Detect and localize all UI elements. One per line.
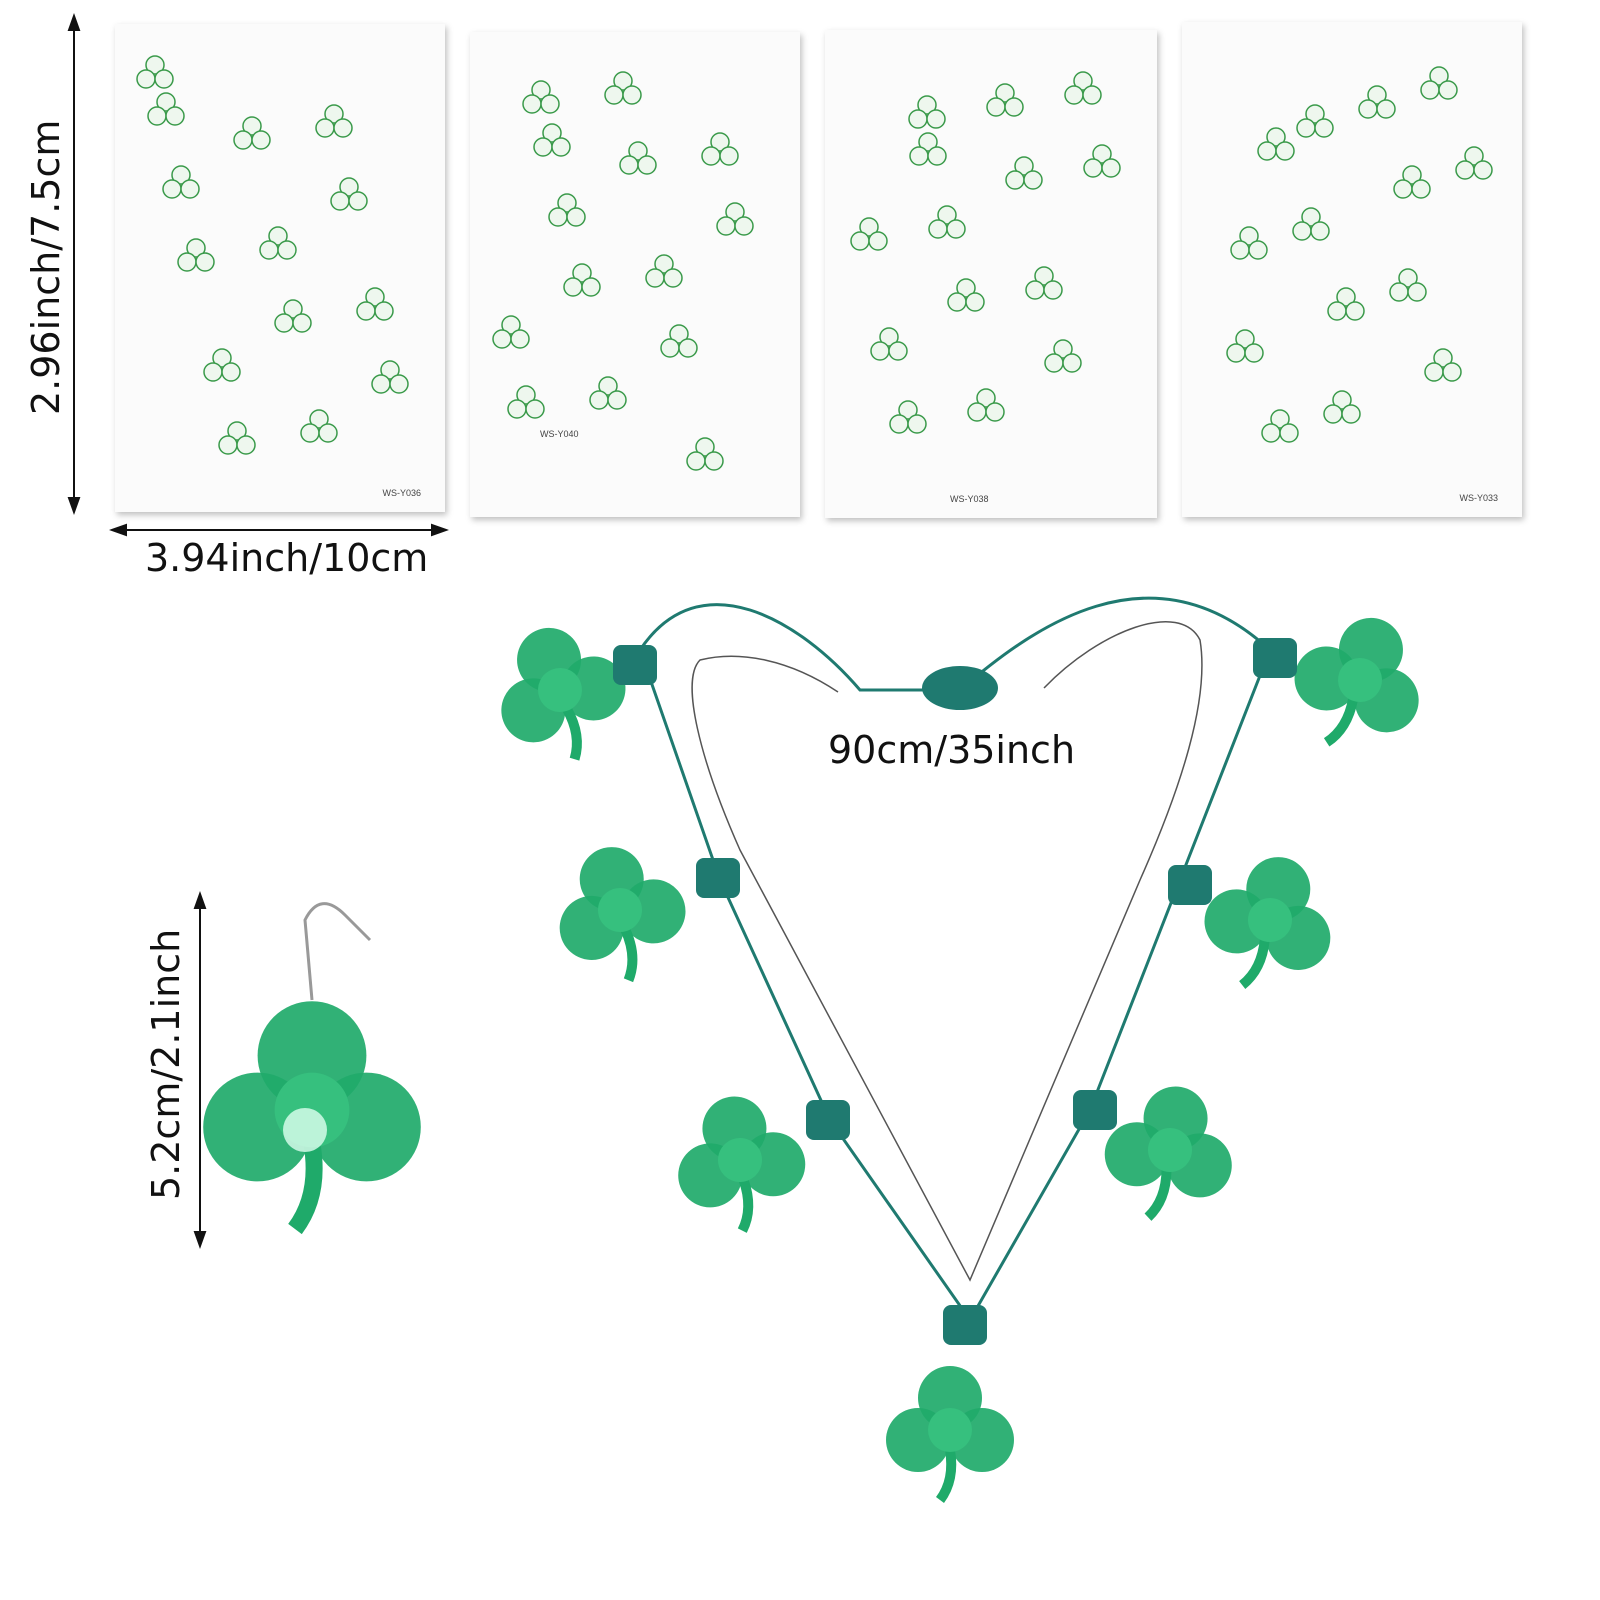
shamrock-bulb xyxy=(886,1366,1014,1503)
clover-sticker xyxy=(563,263,601,297)
clover-sticker xyxy=(522,80,560,114)
sheet-width-label: 3.94inch/10cm xyxy=(145,536,429,580)
clover-sticker xyxy=(315,104,353,138)
clover-sticker xyxy=(686,437,724,471)
cord xyxy=(638,596,1272,1323)
shamrock-bulb xyxy=(1104,1086,1232,1221)
shamrock-bulb xyxy=(501,627,626,761)
bulb-cap xyxy=(1168,865,1212,905)
clover-sticker xyxy=(136,55,174,89)
clover-sticker xyxy=(1424,348,1462,382)
bulb-cap xyxy=(1253,638,1297,678)
clover-sticker xyxy=(850,217,888,251)
necklace-length-label: 90cm/35inch xyxy=(828,728,1076,772)
clover-sticker xyxy=(1292,207,1330,241)
clover-sticker xyxy=(218,421,256,455)
sheet-code: WS-Y033 xyxy=(1459,493,1498,503)
sheet-code: WS-Y036 xyxy=(382,488,421,498)
sheet-code: WS-Y038 xyxy=(950,494,989,504)
sheet-height-label: 2.96inch/7.5cm xyxy=(24,119,68,415)
clover-sticker xyxy=(162,165,200,199)
clover-sticker xyxy=(1005,156,1043,190)
clover-sticker xyxy=(356,287,394,321)
shamrock-bulb xyxy=(559,847,686,983)
earring-height-label: 5.2cm/2.1inch xyxy=(144,928,188,1200)
clover-sticker xyxy=(533,123,571,157)
clover-sticker xyxy=(147,92,185,126)
clover-sticker xyxy=(233,116,271,150)
clover-sticker xyxy=(1323,390,1361,424)
led-glow xyxy=(283,1108,327,1152)
clover-sticker xyxy=(947,278,985,312)
clover-sticker xyxy=(1420,66,1458,100)
clover-sticker xyxy=(1044,339,1082,373)
bulb-cap xyxy=(1073,1090,1117,1130)
clover-sticker xyxy=(1230,226,1268,260)
shamrock-bulb xyxy=(1294,617,1419,747)
clover-sticker xyxy=(928,205,966,239)
clover-sticker xyxy=(589,376,627,410)
clover-sticker xyxy=(619,141,657,175)
clover-sticker xyxy=(908,95,946,129)
shamrock-bulb xyxy=(678,1096,806,1233)
dimension-arrows xyxy=(67,13,449,1249)
bulb-cap xyxy=(943,1305,987,1345)
clover-sticker xyxy=(330,177,368,211)
clover-sticker xyxy=(1389,268,1427,302)
clover-sticker xyxy=(1393,165,1431,199)
clover-sticker xyxy=(701,132,739,166)
clover-sticker xyxy=(1257,127,1295,161)
bulb-cap xyxy=(696,858,740,898)
length-indicator-line xyxy=(691,621,1203,1282)
clover-sticker xyxy=(967,388,1005,422)
clover-sticker xyxy=(1455,146,1493,180)
clover-sticker xyxy=(1064,71,1102,105)
battery-box xyxy=(922,666,998,710)
ear-hook xyxy=(303,902,372,1001)
earring xyxy=(203,902,421,1235)
bulb-cap xyxy=(613,645,657,685)
clover-sticker xyxy=(300,409,338,443)
clover-sticker xyxy=(1083,144,1121,178)
clover-sticker xyxy=(986,83,1024,117)
shamrock-bulb xyxy=(203,1001,421,1235)
sticker-clovers xyxy=(136,55,1493,471)
clover-sticker xyxy=(177,238,215,272)
sheet-code: WS-Y040 xyxy=(540,429,579,439)
clover-sticker xyxy=(909,132,947,166)
clover-sticker xyxy=(1358,85,1396,119)
sticker-sheet-2: WS-Y040 xyxy=(470,32,800,517)
clover-sticker xyxy=(259,226,297,260)
clover-sticker xyxy=(1226,329,1264,363)
clover-sticker xyxy=(1025,266,1063,300)
clover-sticker xyxy=(203,348,241,382)
clover-sticker xyxy=(492,315,530,349)
necklace xyxy=(501,596,1419,1503)
sticker-sheet-4: WS-Y033 xyxy=(1182,22,1522,517)
clover-sticker xyxy=(1327,287,1365,321)
clover-sticker xyxy=(889,400,927,434)
clover-sticker xyxy=(604,71,642,105)
clover-sticker xyxy=(507,385,545,419)
clover-sticker xyxy=(870,327,908,361)
clover-sticker xyxy=(716,202,754,236)
clover-sticker xyxy=(645,254,683,288)
clover-sticker xyxy=(1296,104,1334,138)
clover-sticker xyxy=(548,193,586,227)
clover-sticker xyxy=(1261,409,1299,443)
clover-sticker xyxy=(660,324,698,358)
bulb-cap xyxy=(806,1100,850,1140)
clover-sticker xyxy=(371,360,409,394)
clover-sticker xyxy=(274,299,312,333)
shamrock-bulb xyxy=(1204,857,1331,989)
